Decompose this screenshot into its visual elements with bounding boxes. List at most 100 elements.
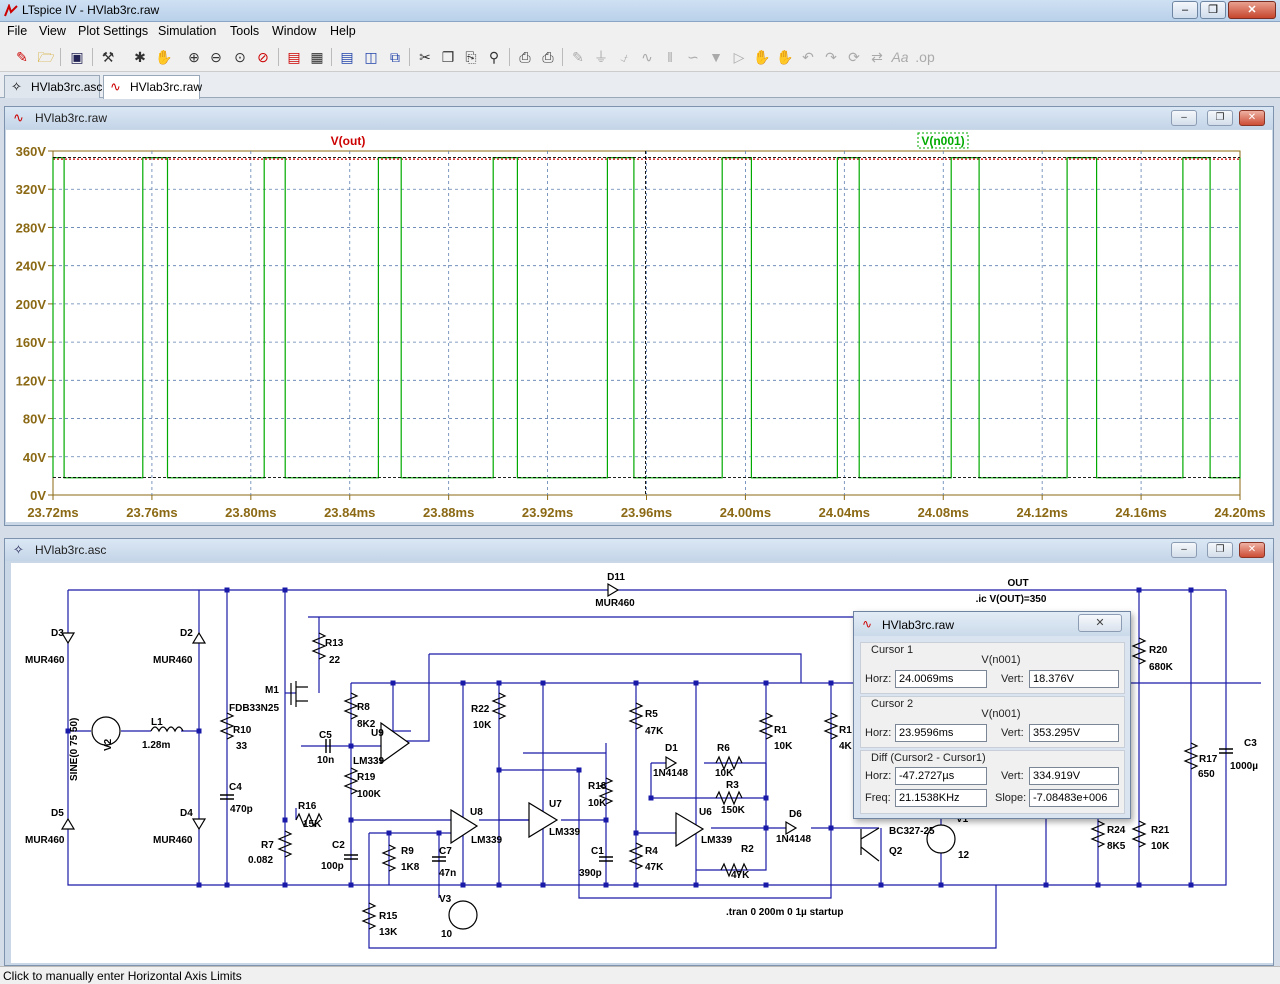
resistor-symbol xyxy=(295,812,323,828)
cut-icon[interactable]: ✂ xyxy=(419,49,431,65)
schematic-label: 13K xyxy=(379,927,398,938)
inductor-icon[interactable]: ∽ xyxy=(687,49,699,65)
close-button[interactable]: ✕ xyxy=(1239,110,1265,126)
wire-junction xyxy=(878,882,884,888)
text-icon[interactable]: Aa xyxy=(891,49,909,65)
trace-label-vout[interactable]: V(out) xyxy=(331,134,366,148)
x-tick-label: 24.12ms xyxy=(1017,505,1068,520)
schematic-label: R9 xyxy=(401,846,414,857)
schematic-label: MUR460 xyxy=(25,835,65,846)
minimize-button[interactable]: – xyxy=(1172,1,1198,19)
cursor2-horz-field[interactable]: 23.9596ms xyxy=(895,724,987,742)
trace-label-vn001[interactable]: V(n001) xyxy=(921,134,964,148)
waveform-window-title: HVlab3rc.raw xyxy=(35,111,108,125)
zoom-in-icon[interactable]: ⊕ xyxy=(188,49,200,65)
schematic-label: R8 xyxy=(357,702,370,713)
wire-junction xyxy=(693,882,699,888)
tab-waveform[interactable]: ∿ HVlab3rc.raw xyxy=(103,75,202,99)
minimize-button[interactable]: – xyxy=(1171,542,1197,558)
schematic-label: R13 xyxy=(325,638,344,649)
autorange-icon[interactable]: ▤ xyxy=(287,49,301,65)
schematic-label: 47K xyxy=(645,726,664,737)
tile-vertical-icon[interactable]: ◫ xyxy=(364,49,378,65)
resistor-symbol xyxy=(277,830,293,858)
menu-tools[interactable]: Tools xyxy=(230,24,260,38)
resistor-icon[interactable]: ∿ xyxy=(641,49,653,65)
cascade-icon[interactable]: ⧉ xyxy=(390,49,400,65)
schematic-label: LM339 xyxy=(353,756,385,767)
tab-schematic[interactable]: ✧ HVlab3rc.asc xyxy=(4,75,102,98)
zoom-fit-icon[interactable]: ⊙ xyxy=(234,49,246,65)
component-icon[interactable]: ▷ xyxy=(733,49,745,65)
schematic-label: OUT xyxy=(1007,578,1028,589)
open-icon[interactable]: 🗁 xyxy=(37,49,55,65)
maximize-button[interactable]: ❐ xyxy=(1207,110,1233,126)
paste-icon[interactable]: ⎘ xyxy=(465,49,477,65)
diff-freq-field[interactable]: 21.1538KHz xyxy=(895,789,987,807)
wire-junction xyxy=(386,830,392,836)
menu-simulation[interactable]: Simulation xyxy=(158,24,217,38)
spice-directive-icon[interactable]: .op xyxy=(915,49,935,65)
diff-horz-field[interactable]: -47.2727µs xyxy=(895,767,987,785)
minimize-button[interactable]: – xyxy=(1171,110,1197,126)
close-button[interactable]: ✕ xyxy=(1228,1,1276,19)
cursor1-horz-field[interactable]: 24.0069ms xyxy=(895,670,987,688)
ground-icon[interactable]: ⏚ xyxy=(594,49,608,65)
move-icon[interactable]: ✋ xyxy=(753,49,771,65)
wire-junction xyxy=(436,830,442,836)
schematic-label: 47n xyxy=(439,868,456,879)
schematic-label: C2 xyxy=(332,840,345,851)
menu-help[interactable]: Help xyxy=(330,24,356,38)
capacitor-symbol xyxy=(344,854,358,860)
copy-icon[interactable]: ❐ xyxy=(441,49,455,65)
resistor-symbol xyxy=(381,844,397,872)
horz-label: Horz: xyxy=(865,673,892,685)
wire-junction xyxy=(763,825,769,831)
tile-horizontal-icon[interactable]: ▤ xyxy=(340,49,354,65)
rotate-icon[interactable]: ⟳ xyxy=(848,49,860,65)
print-preview-icon[interactable]: ⎙ xyxy=(542,49,554,65)
schematic-label: .ic V(OUT)=350 xyxy=(976,594,1047,605)
maximize-button[interactable]: ❐ xyxy=(1200,1,1226,19)
close-button[interactable]: ✕ xyxy=(1239,542,1265,558)
menu-file[interactable]: File xyxy=(7,24,28,38)
menu-window[interactable]: Window xyxy=(272,24,317,38)
redo-icon[interactable]: ↷ xyxy=(825,49,837,65)
find-icon[interactable]: ⚲ xyxy=(488,49,500,65)
undo-icon[interactable]: ↶ xyxy=(802,49,814,65)
mirror-icon[interactable]: ⇄ xyxy=(871,49,883,65)
diff-vert-field[interactable]: 334.919V xyxy=(1029,767,1119,785)
menu-plot-settings[interactable]: Plot Settings xyxy=(78,24,149,38)
y-tick-label: 280V xyxy=(16,220,47,235)
schematic-label: D6 xyxy=(789,809,802,820)
save-icon[interactable]: ▣ xyxy=(70,49,84,65)
maximize-button[interactable]: ❐ xyxy=(1207,542,1233,558)
schematic-label: 150K xyxy=(721,805,746,816)
run-icon[interactable]: ✱ xyxy=(134,49,146,65)
halt-icon[interactable]: ✋ xyxy=(155,49,173,65)
schematic-label: 10 xyxy=(441,929,453,940)
new-schematic-icon[interactable]: ✎ xyxy=(16,49,28,65)
schematic-label: R19 xyxy=(357,772,376,783)
close-button[interactable]: ✕ xyxy=(1078,614,1122,632)
menu-view[interactable]: View xyxy=(39,24,66,38)
control-panel-icon[interactable]: ⚒ xyxy=(101,49,115,65)
cancel-zoom-icon[interactable]: ⊘ xyxy=(257,49,269,65)
diff-slope-field[interactable]: -7.08483e+006 xyxy=(1029,789,1119,807)
wire-icon[interactable]: ✎ xyxy=(572,49,584,65)
capacitor-icon[interactable]: ‖ xyxy=(667,49,673,65)
print-icon[interactable]: ⎙ xyxy=(519,49,531,65)
drag-icon[interactable]: ✋ xyxy=(776,49,794,65)
resistor-symbol xyxy=(628,842,644,870)
diode-icon[interactable]: ▼ xyxy=(709,49,723,65)
zoom-out-icon[interactable]: ⊖ xyxy=(210,49,222,65)
schematic-label: MUR460 xyxy=(595,598,635,609)
label-icon[interactable]: ⍻ xyxy=(620,49,628,65)
grid-icon[interactable]: ▦ xyxy=(310,49,324,65)
cursor2-vert-field[interactable]: 353.295V xyxy=(1029,724,1119,742)
cursor1-vert-field[interactable]: 18.376V xyxy=(1029,670,1119,688)
